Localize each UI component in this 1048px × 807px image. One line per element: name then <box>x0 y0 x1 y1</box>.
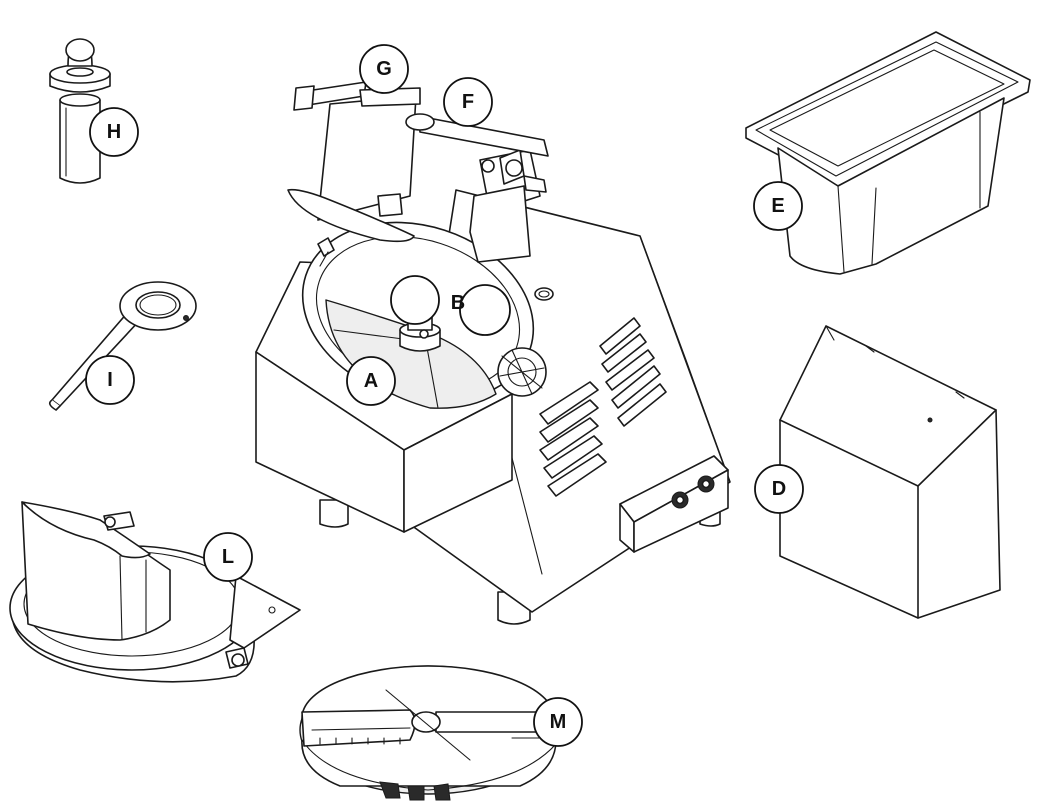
part-i-spanner <box>48 281 197 411</box>
callout-f: F <box>443 77 493 127</box>
part-m-disc <box>299 665 557 801</box>
part-l-lid <box>9 501 301 683</box>
svg-text:A: A <box>364 370 378 392</box>
callout-h: H <box>89 107 139 157</box>
vent-slots-left <box>539 381 607 497</box>
main-machine <box>255 81 731 625</box>
callout-l: L <box>203 532 253 582</box>
svg-text:F: F <box>462 91 474 113</box>
svg-text:I: I <box>107 369 113 391</box>
svg-text:G: G <box>376 58 392 80</box>
callout-b-circle-right <box>459 284 511 336</box>
vent-slots-right <box>599 317 667 427</box>
callout-e: E <box>753 181 803 231</box>
svg-text:H: H <box>107 121 121 143</box>
callout-d: D <box>754 464 804 514</box>
svg-text:M: M <box>550 711 567 733</box>
callout-a: A <box>346 356 396 406</box>
part-h-pusher <box>49 38 111 184</box>
callout-g: G <box>359 44 409 94</box>
svg-text:D: D <box>772 478 786 500</box>
svg-text:L: L <box>222 546 234 568</box>
callout-i: I <box>85 355 135 405</box>
callout-b: B <box>451 292 465 314</box>
svg-text:E: E <box>771 195 784 217</box>
part-e-tray <box>745 31 1031 275</box>
part-d-chute-box <box>779 325 1001 619</box>
svg-text:B: B <box>451 292 465 314</box>
control-panel <box>619 455 729 553</box>
callout-b-circle-left <box>390 275 440 325</box>
callout-m: M <box>533 697 583 747</box>
